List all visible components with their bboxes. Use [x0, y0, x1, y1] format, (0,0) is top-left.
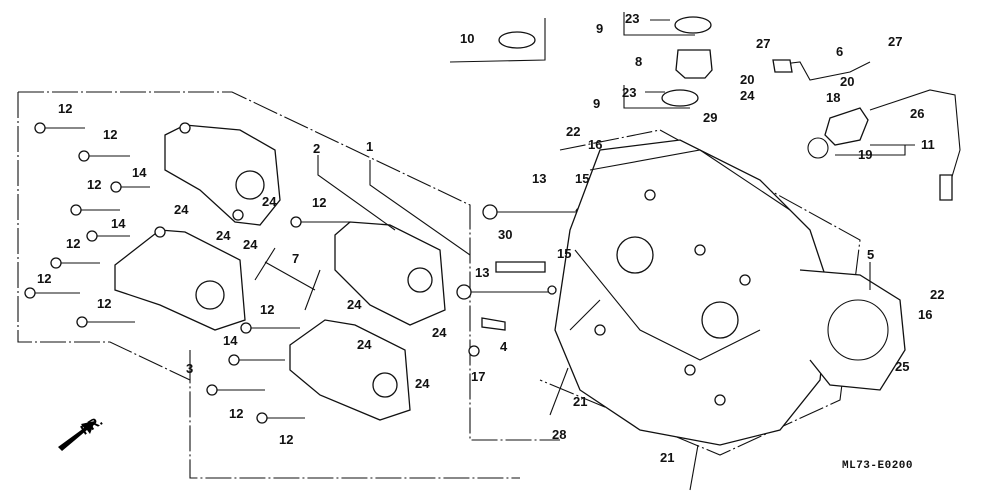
- callout-13-lower: 13: [475, 265, 490, 280]
- rocker-arm-holder-lower: [114, 226, 246, 331]
- callout-24: 24: [174, 202, 189, 217]
- callout-8: 8: [635, 54, 643, 69]
- callout-5: 5: [867, 247, 875, 262]
- rocker-arm-holder-upper: [164, 122, 281, 226]
- callout-12: 12: [279, 432, 294, 447]
- callout-27-left: 27: [756, 36, 771, 51]
- stud-21-upper: [549, 367, 569, 416]
- callout-15-upper: 15: [575, 171, 590, 186]
- callout-10: 10: [460, 31, 475, 46]
- callout-26: 26: [910, 106, 925, 121]
- callout-7: 7: [292, 251, 300, 266]
- leader-lines: [189, 155, 871, 380]
- callout-22-right: 22: [930, 287, 945, 302]
- callout-19: 19: [858, 147, 873, 162]
- callout-12: 12: [66, 236, 81, 251]
- callout-20-right: 20: [840, 74, 855, 89]
- callout-12: 12: [87, 177, 102, 192]
- callout-22-upper: 22: [566, 124, 581, 139]
- bolts: [24, 122, 585, 424]
- callout-4: 4: [500, 339, 508, 354]
- callout-12: 12: [37, 271, 52, 286]
- rocker-arm-holder-right-upper: [334, 221, 446, 326]
- callout-24: 24: [243, 237, 258, 252]
- clamp-10-box: [449, 18, 546, 63]
- callout-21-lower: 21: [660, 450, 675, 465]
- callout-12: 12: [58, 101, 73, 116]
- callout-17: 17: [471, 369, 486, 384]
- callout-27-right: 27: [888, 34, 903, 49]
- callout-20-left: 20: [740, 72, 755, 87]
- callout-28: 28: [552, 427, 567, 442]
- callout-12: 12: [97, 296, 112, 311]
- callout-15-lower: 15: [557, 246, 572, 261]
- callout-12: 12: [103, 127, 118, 142]
- drawing-code: ML73-E0200: [842, 460, 914, 472]
- front-direction-arrow: [58, 421, 95, 451]
- assembly-boundary-left: [17, 91, 560, 479]
- callout-30: 30: [498, 227, 513, 242]
- stud-21-lower: [689, 444, 699, 491]
- spark-plug-30: [495, 261, 546, 273]
- callout-18: 18: [826, 90, 841, 105]
- callout-6: 6: [836, 44, 844, 59]
- callout-24: 24: [740, 88, 755, 103]
- callout-24: 24: [415, 376, 430, 391]
- callout-21-upper: 21: [573, 394, 588, 409]
- callout-2: 2: [313, 141, 321, 156]
- cylinder-head: [554, 139, 831, 446]
- callout-12: 12: [229, 406, 244, 421]
- dowel-pin-4: [481, 317, 506, 331]
- head-gasket-5: [799, 269, 906, 391]
- callout-25: 25: [895, 359, 910, 374]
- callout-3: 3: [186, 361, 194, 376]
- callout-24: 24: [216, 228, 231, 243]
- callout-14: 14: [223, 333, 238, 348]
- callout-1: 1: [366, 139, 374, 154]
- callout-24: 24: [357, 337, 372, 352]
- callout-16-right: 16: [918, 307, 933, 322]
- callout-14: 14: [132, 165, 147, 180]
- intake-joint-parts: [498, 12, 713, 109]
- rocker-arm-holder-right-lower: [289, 319, 411, 421]
- callout-13-upper: 13: [532, 171, 547, 186]
- callout-29: 29: [703, 110, 718, 125]
- link-part-7: [254, 247, 321, 311]
- callout-24: 24: [262, 194, 277, 209]
- pipe-and-sensor: [772, 59, 961, 201]
- callout-16-upper: 16: [588, 137, 603, 152]
- callout-24: 24: [347, 297, 362, 312]
- callout-12: 12: [260, 302, 275, 317]
- callout-9-upper: 9: [596, 21, 604, 36]
- dowel-17: [468, 345, 480, 357]
- callout-11: 11: [921, 137, 935, 152]
- callout-9-lower: 9: [593, 96, 601, 111]
- callout-23-lower: 23: [622, 85, 637, 100]
- callout-14: 14: [111, 216, 126, 231]
- callout-24: 24: [432, 325, 447, 340]
- callout-23-upper: 23: [625, 11, 640, 26]
- callout-12: 12: [312, 195, 327, 210]
